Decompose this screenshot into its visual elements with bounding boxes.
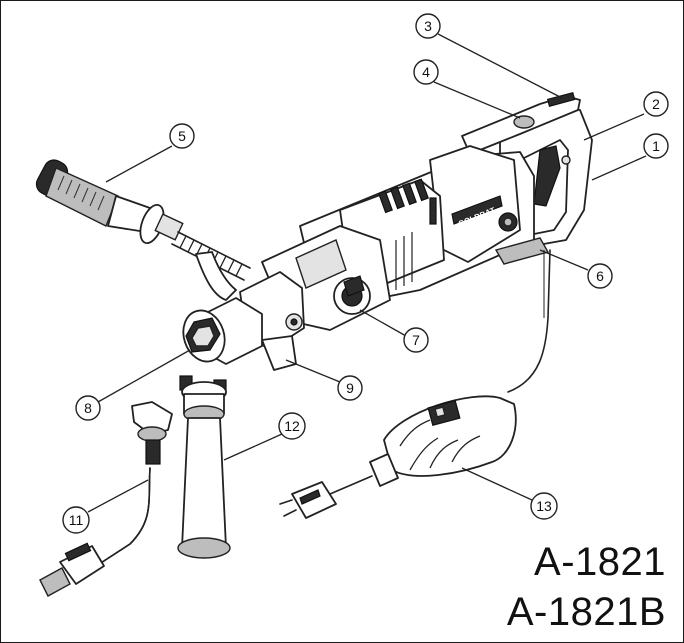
callout-5: 5: [169, 123, 195, 149]
callout-9: 9: [337, 375, 363, 401]
callout-6: 6: [587, 263, 613, 289]
svg-text:8: 8: [84, 400, 92, 416]
model-number-secondary: A-1821B: [506, 590, 666, 634]
prcd-safety-switch: [279, 395, 517, 519]
svg-text:12: 12: [284, 418, 300, 434]
svg-text:7: 7: [412, 332, 420, 348]
svg-text:11: 11: [69, 512, 84, 528]
callout-8: 8: [75, 395, 101, 421]
callout-11: 11: [62, 506, 90, 534]
svg-text:1: 1: [652, 138, 660, 154]
svg-text:3: 3: [424, 18, 432, 34]
callout-3: 3: [415, 13, 441, 39]
svg-text:9: 9: [346, 380, 354, 396]
svg-text:5: 5: [178, 128, 186, 144]
callout-2: 2: [643, 91, 669, 117]
callout-1: 1: [643, 133, 669, 159]
callout-leaders: [87, 33, 647, 513]
callout-4: 4: [413, 59, 439, 85]
callout-13: 13: [530, 492, 558, 520]
svg-text:13: 13: [536, 498, 552, 514]
side-handle: [35, 159, 251, 301]
model-number-primary: A-1821: [534, 540, 666, 584]
svg-text:6: 6: [596, 268, 604, 284]
callout-7: 7: [403, 327, 429, 353]
drill-body: GOLDBAT: [182, 92, 593, 393]
water-collector-funnel: [177, 375, 231, 559]
svg-text:2: 2: [652, 96, 660, 112]
svg-text:4: 4: [422, 64, 430, 80]
callout-12: 12: [278, 412, 306, 440]
water-supply-hose: [39, 401, 173, 597]
